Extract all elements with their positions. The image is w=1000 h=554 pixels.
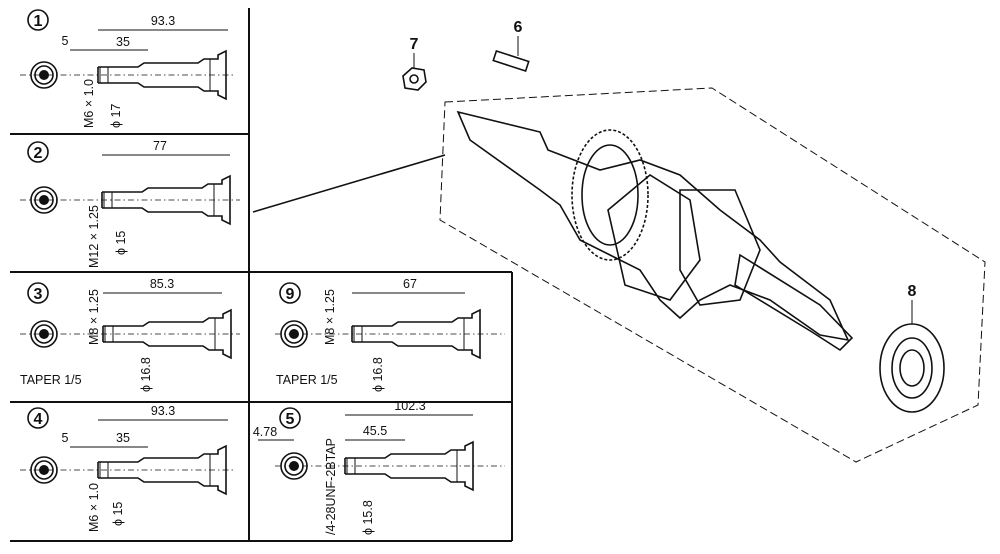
variant-2-panel: 2 77 M12 × 1.25 ϕ 15	[20, 139, 240, 268]
variant-4-panel: 4 93.3 35 5 M6 × 1.0 ϕ 15	[20, 404, 235, 532]
variant-4-diameter: ϕ 15	[111, 502, 125, 526]
variant-1-offset: 5	[62, 34, 69, 48]
variant-9-diameter: ϕ 16.8	[371, 357, 385, 392]
part-7-label: 7	[410, 36, 419, 53]
variant-9-panel: 9 67 M8 × 1.25 ϕ 16.8 TAPER 1/5	[275, 277, 505, 392]
variant-4-thread-length: 35	[116, 431, 130, 445]
callout-leader	[252, 154, 446, 213]
variant-9-number: 9	[286, 286, 295, 303]
part-6-label: 6	[514, 19, 523, 36]
variant-5-overall-length: 102.3	[394, 399, 425, 413]
variant-9-taper: TAPER 1/5	[276, 373, 338, 387]
variant-2-marker	[27, 141, 49, 163]
variant-4-number: 4	[34, 411, 43, 428]
variant-4-overall-length: 93.3	[151, 404, 175, 418]
variant-1-marker	[27, 9, 49, 31]
variant-5-diameter: ϕ 15.8	[361, 500, 375, 535]
variant-3-number: 3	[34, 286, 43, 303]
variant-1-thread-spec: M6 × 1.0	[82, 79, 96, 128]
variant-3-overall-length: 85.3	[150, 277, 174, 291]
variant-3-marker	[27, 282, 49, 304]
variant-4-marker	[27, 407, 49, 429]
variant-1-thread-length: 35	[116, 35, 130, 49]
variant-5-offset: 4.78	[253, 425, 277, 439]
variant-5-marker	[279, 407, 301, 429]
variant-1-number: 1	[34, 13, 43, 30]
part-8-label: 8	[908, 283, 917, 300]
variant-3-thread-spec: M8 × 1.25	[87, 289, 101, 345]
variant-4-offset: 5	[62, 431, 69, 445]
variant-5-thread-spec: /4-28UNF-2BTAP	[324, 438, 338, 535]
variant-9-overall-length: 67	[403, 277, 417, 291]
variant-5-number: 5	[286, 411, 295, 428]
variant-3-diameter: ϕ 16.8	[139, 357, 153, 392]
crankshaft-assembly	[402, 36, 986, 463]
variant-5-thread-length: 45.5	[363, 424, 387, 438]
variant-1-overall-length: 93.3	[151, 14, 175, 28]
variant-3-taper: TAPER 1/5	[20, 373, 82, 387]
variant-4-thread-spec: M6 × 1.0	[87, 483, 101, 532]
variant-2-diameter: ϕ 15	[114, 231, 128, 255]
panel-frames	[10, 8, 513, 542]
variant-1-panel: 1 93.3 35 5 M6 × 1.0 ϕ 17	[20, 9, 235, 128]
variant-9-thread-spec: M8 × 1.25	[323, 289, 337, 345]
variant-2-thread-spec: M12 × 1.25	[87, 205, 101, 268]
variant-2-number: 2	[34, 145, 43, 162]
variant-3-panel: 3 85.3 M8 × 1.25 ϕ 16.8 TAPER 1/5	[20, 277, 240, 392]
variant-9-marker	[279, 282, 301, 304]
variant-5-panel: 5 102.3 45.5 4.78 /4-28UNF-2BTAP ϕ 15.8	[253, 399, 505, 535]
variant-1-diameter: ϕ 17	[109, 104, 123, 128]
variant-2-overall-length: 77	[153, 139, 167, 153]
